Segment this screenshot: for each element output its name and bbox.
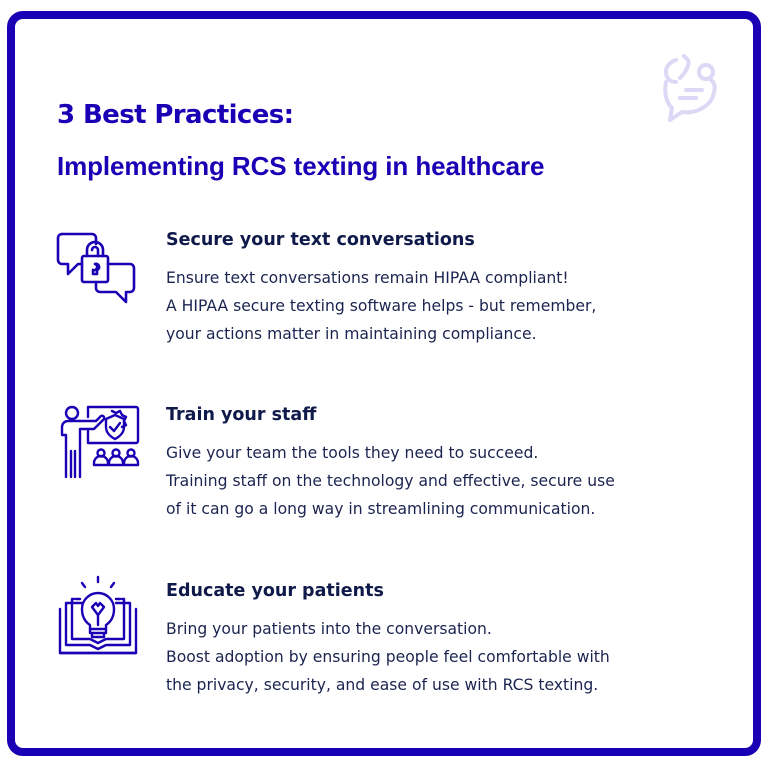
practice-description: Ensure text conversations remain HIPAA c… [166,269,597,343]
page-title: 3 Best Practices: [57,100,294,130]
infographic-card [7,11,761,756]
trainer-presentation-icon [60,405,140,479]
practice-heading: Educate your patients [166,581,384,601]
page-subtitle: Implementing RCS texting in healthcare [57,151,545,181]
practice-heading: Train your staff [166,405,317,425]
chat-bubbles-lock-icon [56,232,136,304]
practice-heading: Secure your text conversations [166,230,475,250]
practice-description: Give your team the tools they need to su… [166,444,615,518]
practice-description: Bring your patients into the conversatio… [166,620,610,694]
lightbulb-book-icon [58,575,138,655]
stethoscope-chat-bubble-icon [663,54,717,122]
